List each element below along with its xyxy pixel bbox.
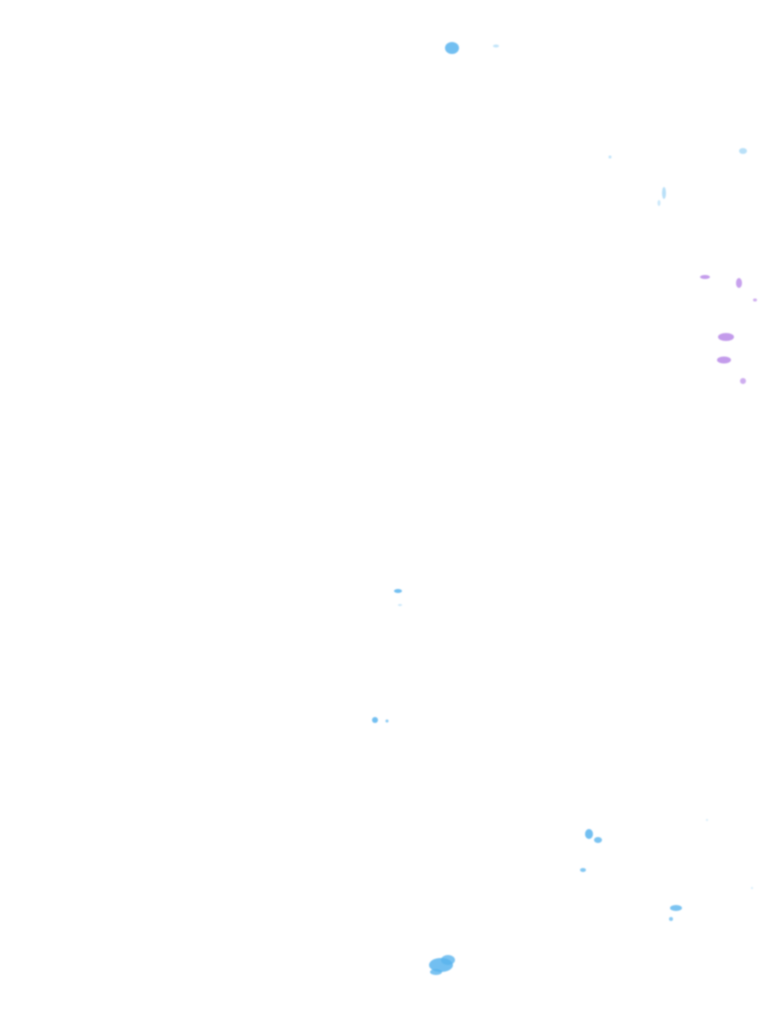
- paint-speck: [739, 148, 747, 154]
- paint-speck: [700, 275, 710, 279]
- paint-speck: [669, 917, 673, 921]
- paint-speck: [385, 719, 389, 723]
- paint-speck: [718, 333, 734, 341]
- paint-speck: [662, 187, 666, 199]
- paint-speck: [585, 829, 593, 839]
- paint-speck: [717, 356, 731, 364]
- paint-speck: [394, 589, 402, 593]
- paint-speck: [657, 200, 661, 206]
- paint-speck: [753, 298, 757, 302]
- paint-speck: [372, 717, 378, 723]
- paint-speck: [430, 969, 442, 975]
- paint-speck: [445, 42, 459, 54]
- paint-speck: [493, 44, 499, 48]
- paint-speck: [706, 819, 708, 821]
- paint-speck: [580, 868, 586, 872]
- paint-speck: [736, 278, 742, 288]
- paint-speck: [594, 837, 602, 843]
- paint-speck: [608, 155, 612, 159]
- paint-speck: [398, 604, 402, 606]
- paint-speck: [441, 955, 455, 965]
- paint-speck: [670, 905, 682, 911]
- paint-speck: [740, 378, 746, 384]
- paint-speck: [751, 887, 753, 889]
